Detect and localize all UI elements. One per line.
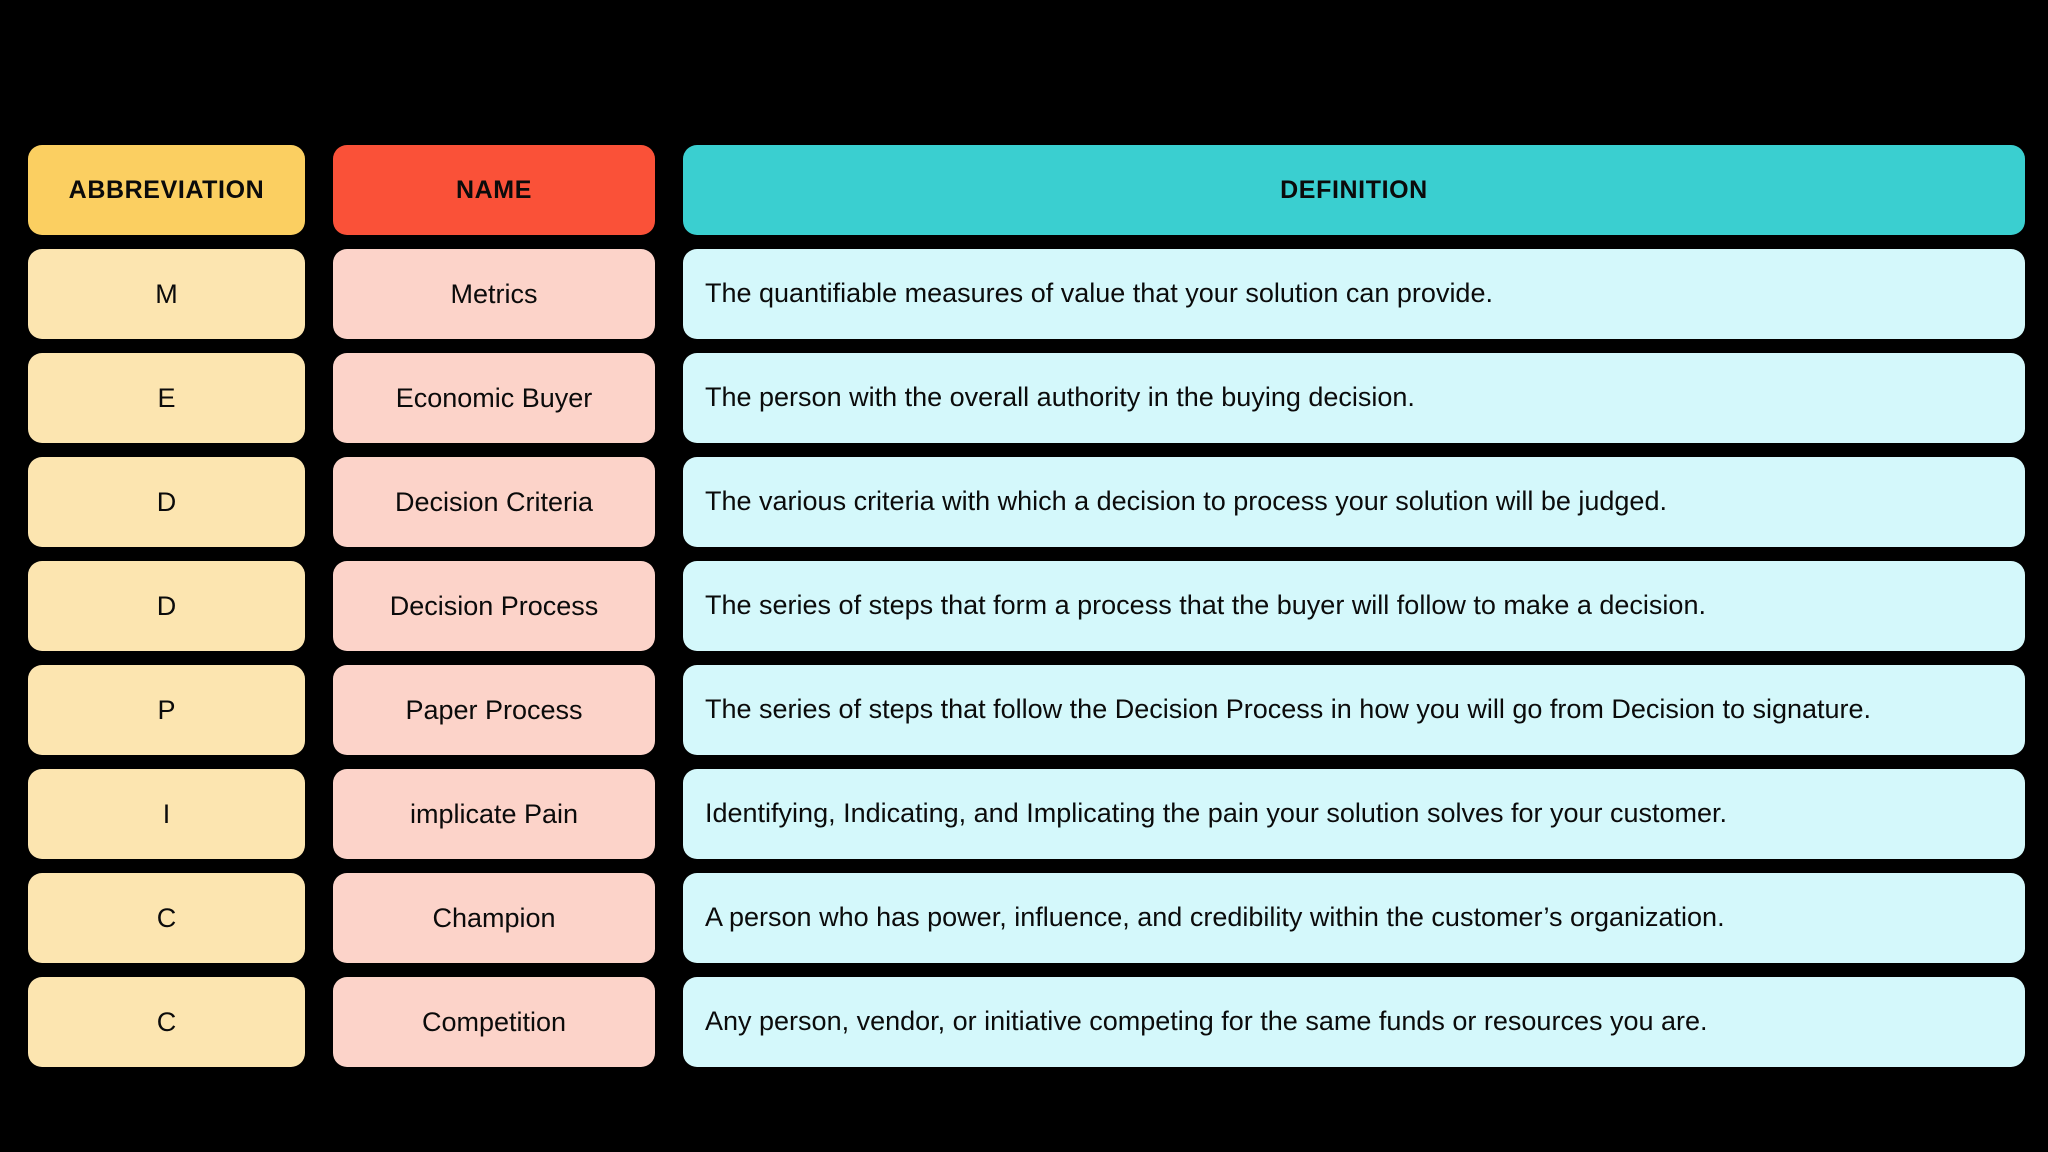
cell-name: Economic Buyer	[333, 353, 655, 443]
table-body: M Metrics The quantifiable measures of val…	[28, 249, 2025, 1067]
table-row: P Paper Process The series of steps that f…	[28, 665, 2025, 755]
cell-abbreviation: D	[28, 457, 305, 547]
cell-abbreviation: C	[28, 873, 305, 963]
cell-name: Champion	[333, 873, 655, 963]
table-row: E Economic Buyer The person with the overa…	[28, 353, 2025, 443]
definition-text: The quantifiable measures of value that …	[705, 278, 1493, 309]
cell-definition: The quantifiable measures of value that …	[683, 249, 2025, 339]
cell-name: Decision Process	[333, 561, 655, 651]
cell-definition: The various criteria with which a decisi…	[683, 457, 2025, 547]
cell-name: Metrics	[333, 249, 655, 339]
table-header-row: ABBREVIATION NAME DEFINITION	[28, 145, 2025, 235]
cell-abbreviation: M	[28, 249, 305, 339]
cell-definition: The series of steps that follow the Deci…	[683, 665, 2025, 755]
cell-abbreviation: P	[28, 665, 305, 755]
cell-abbreviation: E	[28, 353, 305, 443]
definition-text: Identifying, Indicating, and Implicating…	[705, 798, 1728, 829]
cell-abbreviation: C	[28, 977, 305, 1067]
cell-definition: A person who has power, influence, and c…	[683, 873, 2025, 963]
definition-text: Any person, vendor, or initiative compet…	[705, 1006, 1708, 1037]
cell-definition: The series of steps that form a process …	[683, 561, 2025, 651]
cell-name: implicate Pain	[333, 769, 655, 859]
cell-definition: The person with the overall authority in…	[683, 353, 2025, 443]
definition-text: The series of steps that follow the Deci…	[705, 694, 1872, 725]
cell-name: Decision Criteria	[333, 457, 655, 547]
definition-text: The person with the overall authority in…	[705, 382, 1415, 413]
cell-definition: Identifying, Indicating, and Implicating…	[683, 769, 2025, 859]
header-name: NAME	[333, 145, 655, 235]
definition-text: The various criteria with which a decisi…	[705, 486, 1667, 517]
cell-name: Competition	[333, 977, 655, 1067]
cell-abbreviation: I	[28, 769, 305, 859]
table-row: D Decision Criteria The various criteria w…	[28, 457, 2025, 547]
header-abbreviation: ABBREVIATION	[28, 145, 305, 235]
table-row: C Competition Any person, vendor, or initi…	[28, 977, 2025, 1067]
cell-name: Paper Process	[333, 665, 655, 755]
table-row: M Metrics The quantifiable measures of val…	[28, 249, 2025, 339]
table-row: C Champion A person who has power, influen…	[28, 873, 2025, 963]
table-row: D Decision Process The series of steps tha…	[28, 561, 2025, 651]
header-definition: DEFINITION	[683, 145, 2025, 235]
definition-text: A person who has power, influence, and c…	[705, 902, 1725, 933]
cell-abbreviation: D	[28, 561, 305, 651]
definition-text: The series of steps that form a process …	[705, 590, 1706, 621]
cell-definition: Any person, vendor, or initiative compet…	[683, 977, 2025, 1067]
